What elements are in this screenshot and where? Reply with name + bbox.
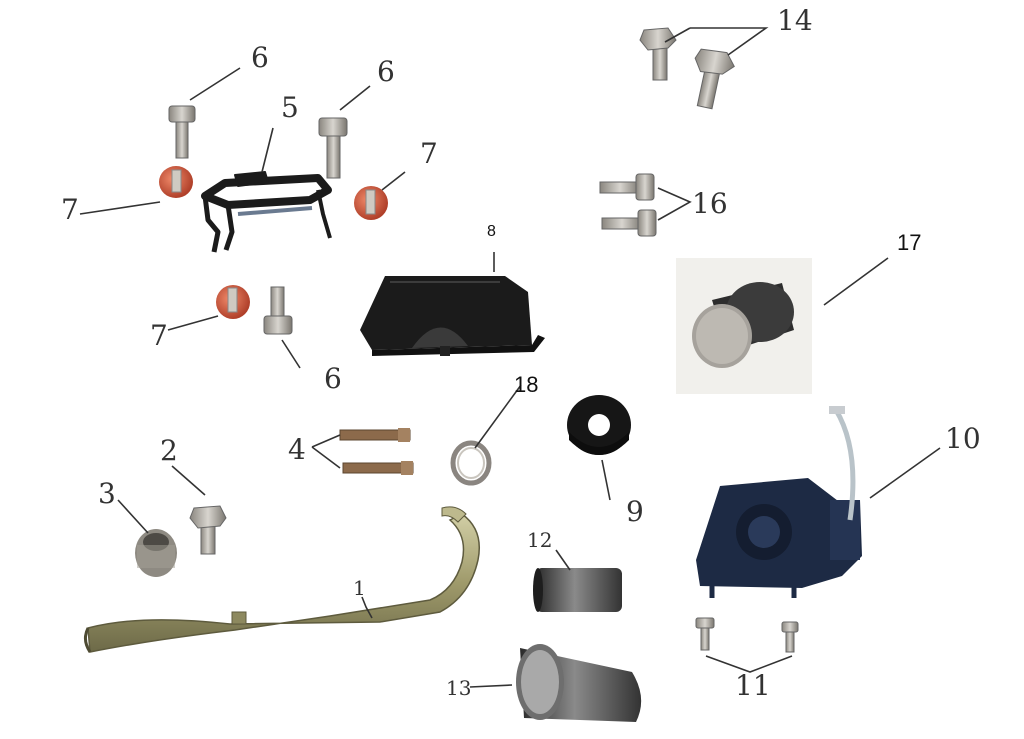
exhaust-1 [83, 506, 480, 653]
label-1: 1 [353, 576, 366, 600]
label-18: 18 [514, 372, 539, 397]
gasket-18 [450, 440, 492, 486]
label-14: 14 [777, 4, 813, 37]
label-9: 9 [626, 495, 644, 528]
label-10: 10 [945, 422, 981, 455]
bolt-6b [318, 117, 348, 179]
tube-12 [533, 568, 622, 612]
label-17: 17 [897, 230, 922, 255]
label-8: 8 [487, 223, 496, 240]
bolt-6a [168, 105, 196, 159]
airbox-cover-8 [360, 276, 545, 356]
air-filter-17 [676, 258, 812, 394]
bolt-6c [263, 286, 293, 335]
label-4: 4 [288, 433, 306, 466]
bolt-16b [601, 209, 657, 237]
label-13: 13 [446, 676, 472, 700]
label-3: 3 [98, 477, 116, 510]
stud-bolts-4 [339, 428, 414, 475]
grommet-7a [159, 166, 193, 198]
label-7b: 7 [420, 137, 438, 170]
label-12: 12 [527, 528, 553, 552]
flange-bolt-14a [639, 27, 677, 81]
label-6c: 6 [324, 362, 342, 395]
label-2: 2 [160, 434, 178, 467]
bracket-5 [201, 171, 332, 253]
label-6b: 6 [377, 55, 395, 88]
label-7a: 7 [61, 193, 79, 226]
air-cleaner-10 [696, 406, 862, 598]
grommet-7b [354, 186, 388, 220]
sleeve-13 [516, 644, 642, 722]
label-5: 5 [281, 91, 299, 124]
label-7c: 7 [150, 319, 168, 352]
rubber-washer-9 [567, 395, 631, 455]
label-6a: 6 [251, 41, 269, 74]
bolt-2 [189, 505, 227, 555]
grommet-7c [216, 285, 250, 319]
label-11: 11 [735, 669, 771, 702]
flange-bolt-14b [694, 48, 735, 110]
label-16: 16 [692, 187, 728, 220]
bolt-16a [599, 173, 655, 201]
screws-11 [695, 617, 799, 653]
nut-3 [135, 529, 177, 577]
leader-lines [79, 27, 941, 688]
